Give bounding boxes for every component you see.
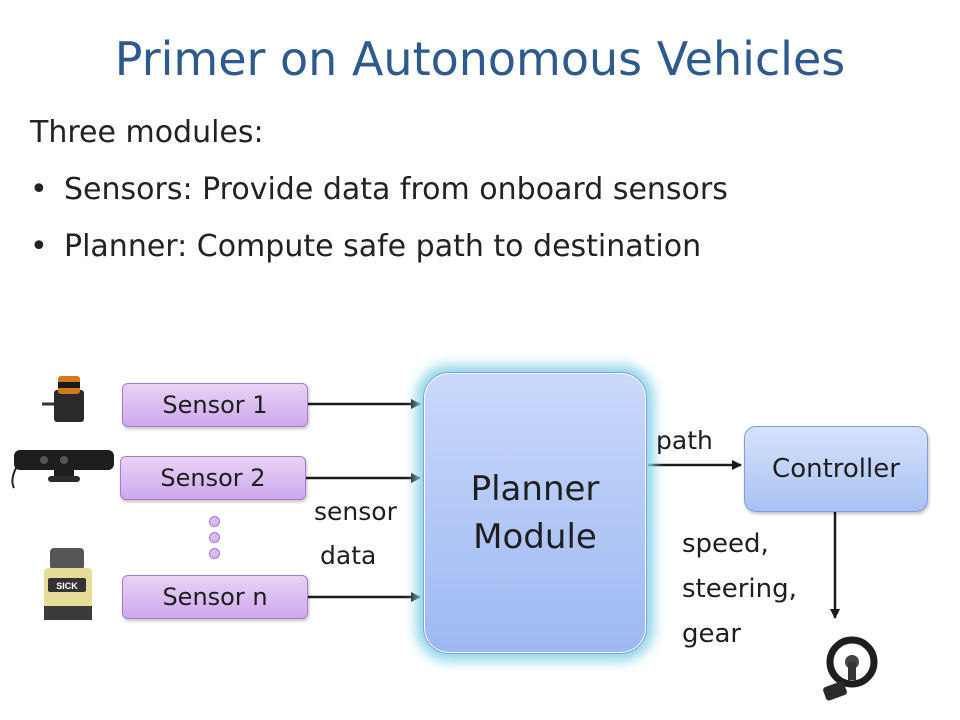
bullet-icon: • bbox=[30, 172, 48, 207]
bullet-text: Planner: Compute safe path to destinatio… bbox=[64, 229, 702, 264]
steering-wheel-icon bbox=[823, 636, 878, 701]
controller-box: Controller bbox=[744, 426, 928, 512]
output-line-3: gear bbox=[682, 619, 742, 649]
ellipsis-dot bbox=[209, 516, 220, 527]
ellipsis-dot bbox=[209, 532, 220, 543]
sensor-data-label-line2: data bbox=[320, 541, 377, 570]
path-label: path bbox=[656, 426, 713, 455]
bullet-item: • Planner: Compute safe path to destinati… bbox=[30, 229, 728, 264]
planner-label-line2: Module bbox=[473, 517, 597, 557]
sensor-2-box: Sensor 2 bbox=[120, 456, 306, 500]
ellipsis-dot bbox=[209, 548, 220, 559]
sick-scanner-icon: SICK bbox=[44, 548, 92, 620]
output-line-2: steering, bbox=[682, 574, 797, 604]
sensor-n-box: Sensor n bbox=[122, 575, 308, 619]
planner-module: Planner Module bbox=[423, 372, 647, 654]
lidar-icon bbox=[42, 376, 84, 422]
controller-output-label: speed, steering, gear bbox=[682, 522, 797, 657]
kinect-camera-icon bbox=[11, 450, 114, 489]
sensor-1-box: Sensor 1 bbox=[122, 383, 308, 427]
bullet-item: • Sensors: Provide data from onboard sens… bbox=[30, 172, 728, 207]
sensor-data-label-line1: sensor bbox=[314, 497, 397, 526]
output-line-1: speed, bbox=[682, 529, 769, 559]
bullet-list: • Sensors: Provide data from onboard sens… bbox=[30, 172, 728, 286]
planner-label-line1: Planner bbox=[470, 469, 600, 509]
bullet-text: Sensors: Provide data from onboard senso… bbox=[64, 172, 728, 207]
svg-text:SICK: SICK bbox=[56, 581, 78, 591]
slide-title: Primer on Autonomous Vehicles bbox=[114, 32, 846, 86]
intro-text: Three modules: bbox=[30, 115, 264, 150]
bullet-icon: • bbox=[30, 229, 48, 264]
